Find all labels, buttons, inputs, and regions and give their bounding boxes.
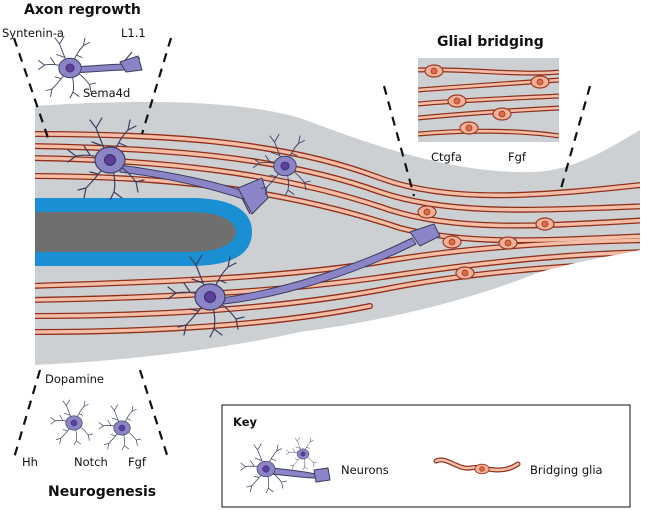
regrowing-neuron-upper: [67, 117, 269, 215]
bridging-glia-icon: [433, 457, 521, 475]
dopamine-label: Dopamine: [45, 372, 104, 386]
glial-fgf-label: Fgf: [508, 150, 527, 164]
hh-label: Hh: [22, 455, 38, 469]
central-canal-inner: [35, 212, 236, 252]
bridging-glia-cell: [417, 205, 437, 219]
regrowing-neuron-lower: [167, 223, 441, 338]
key-neurons-label: Neurons: [341, 463, 389, 477]
key-bridging-glia-label: Bridging glia: [530, 463, 603, 477]
glial-bridging-inset: [418, 58, 559, 142]
key-box: Key Neurons Bridging glia: [221, 404, 631, 508]
syntenin-a-label: Syntenin-a: [2, 26, 64, 40]
ctgfa-label: Ctgfa: [431, 150, 462, 164]
axon-regrowth-title: Axon regrowth: [24, 2, 141, 18]
neuro-fgf-label: Fgf: [128, 455, 147, 469]
l1-1-label: L1.1: [121, 26, 146, 40]
axon-regrowth-neuron: [38, 36, 143, 99]
zoom-lines: [12, 37, 592, 459]
bridging-glia-cell: [442, 235, 462, 249]
bridging-glia-cell: [498, 236, 518, 250]
neuron-icon: [240, 436, 331, 494]
glial-bridging-title: Glial bridging: [437, 34, 544, 50]
notch-label: Notch: [74, 455, 108, 469]
neurogenesis-title: Neurogenesis: [48, 484, 156, 500]
bridging-glia-cell: [455, 266, 475, 280]
neurogenesis-neuron: [50, 399, 94, 446]
key-title: Key: [233, 415, 258, 429]
sema4d-label: Sema4d: [83, 86, 130, 100]
neurogenesis-neuron: [98, 404, 142, 451]
bridging-glia-cell: [535, 217, 555, 231]
